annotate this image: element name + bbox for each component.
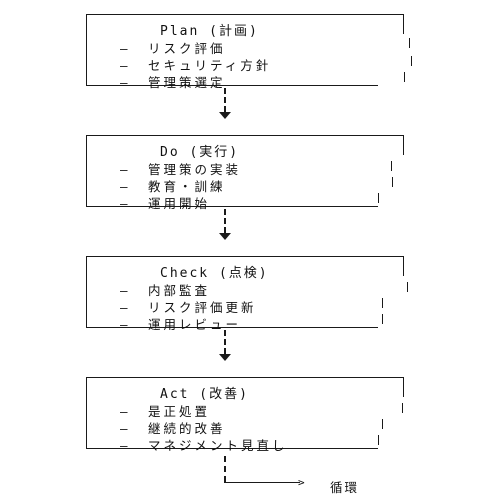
- box-border-right: [403, 135, 404, 155]
- box-border-top: [86, 256, 404, 257]
- item-dash: ―: [120, 179, 130, 194]
- check-item: ― 内部監査: [120, 280, 210, 299]
- box-border-right: [403, 256, 404, 276]
- item-text: セキュリティ方針: [148, 58, 272, 73]
- loop-line-down: [224, 456, 226, 482]
- box-border-tick: [382, 298, 383, 308]
- item-text: 継続的改善: [148, 421, 226, 436]
- act-title: Act (改善): [160, 387, 249, 402]
- item-dash: ―: [120, 317, 130, 332]
- act-item: ― マネジメント見直し: [120, 435, 288, 454]
- item-text: 是正処置: [148, 404, 211, 419]
- box-border-top: [86, 14, 404, 15]
- box-border-bottom: [86, 206, 378, 207]
- item-dash: ―: [120, 300, 130, 315]
- item-dash: ―: [120, 438, 130, 453]
- do-item: ― 管理策の実装: [120, 159, 241, 178]
- check-title: Check (点検): [160, 266, 269, 281]
- box-border-tick: [378, 193, 379, 203]
- box-border-tick: [402, 403, 403, 413]
- loop-line-across: [224, 482, 300, 483]
- arrow-line: [224, 330, 226, 354]
- check-item: ― リスク評価更新: [120, 297, 257, 316]
- item-text: リスク評価更新: [148, 300, 257, 315]
- box-border-tick: [382, 419, 383, 429]
- do-box: Do (実行) ― 管理策の実装 ― 教育・訓練 ― 運用開始: [86, 135, 404, 211]
- item-dash: ―: [120, 283, 130, 298]
- item-dash: ―: [120, 196, 130, 211]
- box-border-tick: [411, 56, 412, 66]
- check-item: ― 運用レビュー: [120, 314, 241, 333]
- loop-connector: >: [224, 456, 344, 490]
- item-text: 運用開始: [148, 196, 211, 211]
- box-border-tick: [391, 161, 392, 171]
- loop-label: 循環: [330, 480, 360, 495]
- arrow-head: [219, 354, 231, 361]
- arrow-line: [224, 209, 226, 233]
- plan-item: ― セキュリティ方針: [120, 55, 271, 74]
- plan-item: ― 管理策選定: [120, 72, 226, 91]
- item-text: 管理策選定: [148, 75, 226, 90]
- box-border-right: [403, 377, 404, 397]
- do-item: ― 教育・訓練: [120, 176, 226, 195]
- box-border-tick: [382, 314, 383, 324]
- item-dash: ―: [120, 162, 130, 177]
- plan-title: Plan (計画): [160, 24, 259, 39]
- box-border-left: [86, 256, 87, 328]
- plan-item: ― リスク評価: [120, 38, 226, 57]
- do-title: Do (実行): [160, 145, 240, 160]
- box-border-top: [86, 377, 404, 378]
- box-border-tick: [407, 282, 408, 292]
- item-text: 教育・訓練: [148, 179, 226, 194]
- box-border-tick: [409, 38, 410, 48]
- act-box: Act (改善) ― 是正処置 ― 継続的改善 ― マネジメント見直し: [86, 377, 404, 453]
- arrow-head: [219, 233, 231, 240]
- act-item: ― 継続的改善: [120, 418, 226, 437]
- item-text: マネジメント見直し: [148, 438, 288, 453]
- item-dash: ―: [120, 404, 130, 419]
- item-dash: ―: [120, 58, 130, 73]
- item-text: 内部監査: [148, 283, 211, 298]
- box-border-top: [86, 135, 404, 136]
- item-dash: ―: [120, 41, 130, 56]
- box-border-right: [403, 14, 404, 34]
- item-dash: ―: [120, 75, 130, 90]
- box-border-tick: [404, 72, 405, 82]
- act-item: ― 是正処置: [120, 401, 210, 420]
- box-border-bottom: [86, 448, 378, 449]
- box-border-bottom: [86, 327, 378, 328]
- item-text: 運用レビュー: [148, 317, 242, 332]
- do-item: ― 運用開始: [120, 193, 210, 212]
- item-dash: ―: [120, 421, 130, 436]
- loop-arrow-head: >: [298, 476, 305, 489]
- box-border-left: [86, 14, 87, 86]
- plan-box: Plan (計画) ― リスク評価 ― セキュリティ方針 ― 管理策選定: [86, 14, 412, 90]
- box-border-left: [86, 377, 87, 449]
- box-border-bottom: [86, 85, 378, 86]
- arrow-head: [219, 112, 231, 119]
- item-text: 管理策の実装: [148, 162, 242, 177]
- box-border-tick: [378, 435, 379, 445]
- box-border-tick: [392, 177, 393, 187]
- box-border-left: [86, 135, 87, 207]
- item-text: リスク評価: [148, 41, 226, 56]
- check-box: Check (点検) ― 内部監査 ― リスク評価更新 ― 運用レビュー: [86, 256, 408, 332]
- arrow-line: [224, 88, 226, 112]
